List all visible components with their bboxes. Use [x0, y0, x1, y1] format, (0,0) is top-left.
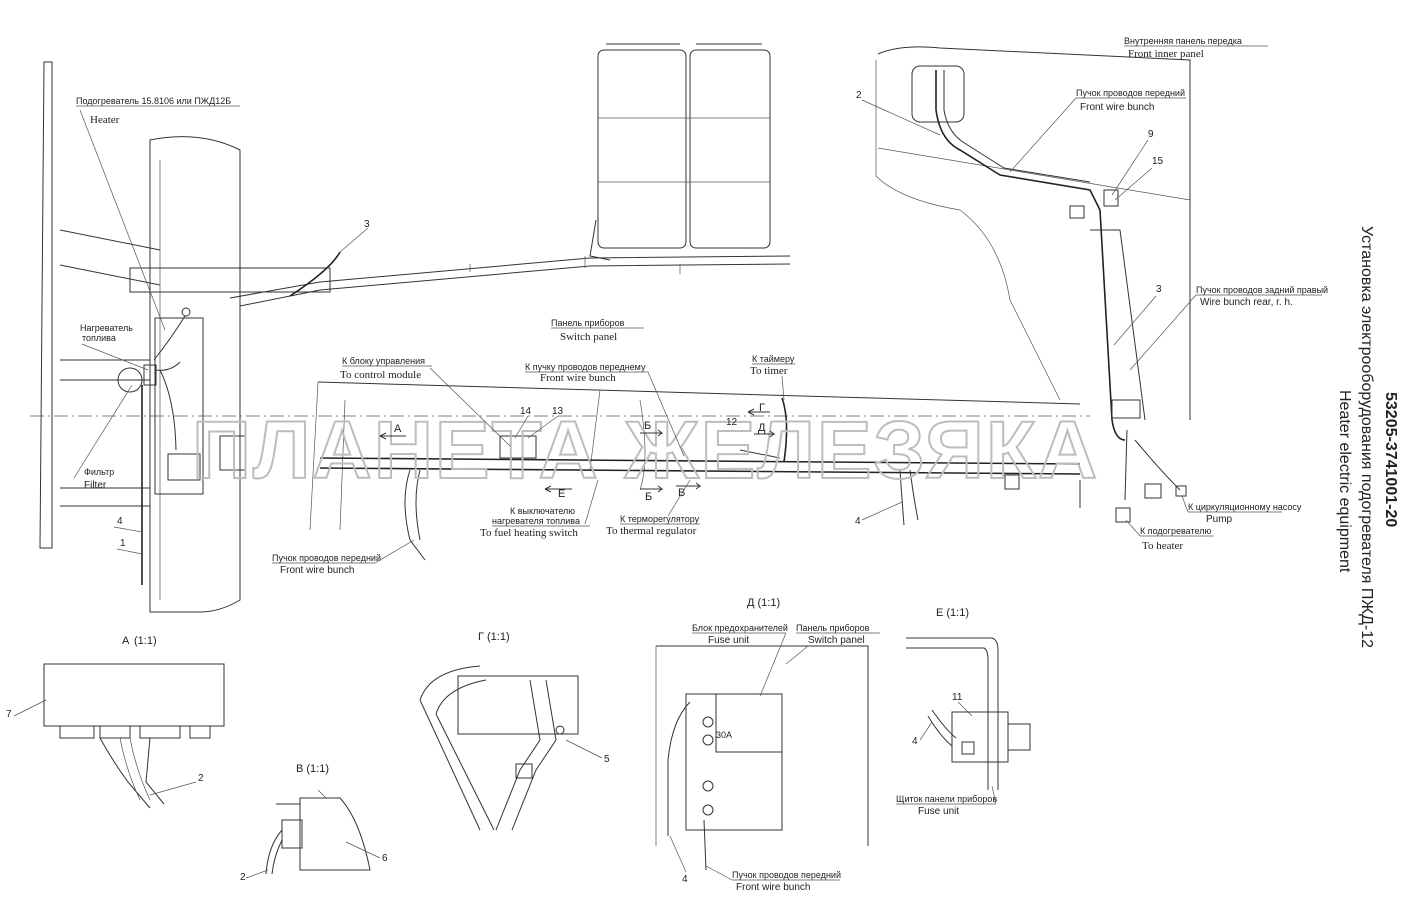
front-inner-label-ru: Внутренняя панель передка [1124, 36, 1242, 46]
front-inner-label-en: Front inner panel [1128, 48, 1204, 60]
view-g-scale: (1:1) [487, 631, 510, 643]
tank-assembly: 3 [229, 43, 791, 307]
front-bunch3-label-ru: Пучок проводов передний [732, 870, 841, 880]
switch-panel-label-ru: Панель приборов [551, 318, 625, 328]
view-g [419, 665, 579, 831]
view-e-title: Е (1:1) [936, 607, 969, 619]
fuse-shield-label-ru: Щиток панели приборов [896, 794, 997, 804]
fuse-unit-label-ru: Блок предохранителей [692, 623, 788, 633]
callout-1: 1 [120, 538, 126, 549]
rear-bunch-label-en: Wire bunch rear, r. h. [1200, 297, 1293, 308]
callout-11: 11 [952, 692, 963, 703]
callout-4: 4 [117, 516, 123, 527]
to-thermal-label-ru: К терморегулятору [620, 514, 700, 524]
callout-4-d: 4 [682, 874, 688, 885]
view-v-title: В (1:1) [296, 763, 329, 775]
view-a [43, 663, 225, 809]
vertical-title-block: 53205-3741001-20 Установка электрооборуд… [1336, 226, 1399, 648]
front-bunch2-label-en: Front wire bunch [1080, 102, 1154, 113]
drawing-title-ru: Установка электрооборудования подогреват… [1358, 226, 1375, 648]
view-g-title: Г [478, 631, 484, 643]
callout-6: 6 [382, 853, 388, 864]
fuse-shield-label-en: Fuse unit [918, 806, 959, 817]
to-thermal-label-en: To thermal regulator [606, 525, 697, 537]
to-timer-label-ru: К таймеру [752, 354, 795, 364]
arrow-d-label: Д [758, 422, 766, 434]
front-bunch2-label-ru: Пучок проводов передний [1076, 88, 1185, 98]
view-e [906, 637, 1031, 790]
fuse-marking: 30А [716, 730, 732, 740]
fuel-heater-label-ru2: топлива [82, 333, 116, 343]
arrow-b-label: Б [644, 420, 651, 432]
filter-label-en: Filter [84, 480, 107, 491]
to-front-bunch-label-ru: К пучку проводов переднему [525, 362, 646, 372]
callout-4-center: 4 [855, 516, 861, 527]
rear-bunch-label-ru: Пучок проводов задний правый [1196, 285, 1328, 295]
drawing-code: 53205-3741001-20 [1382, 392, 1399, 527]
view-v [265, 789, 371, 875]
to-heater-label-ru: К подогревателю [1140, 526, 1211, 536]
front-inner-panel-view [875, 46, 1191, 523]
to-fuel-switch-label-ru1: К выключателю [510, 506, 575, 516]
front-bunch-label-ru: Пучок проводов передний [272, 553, 381, 563]
arrow-a-label: А [394, 423, 402, 435]
callout-2-v: 2 [240, 872, 246, 883]
to-front-bunch-label-en: Front wire bunch [540, 372, 616, 384]
arrow-e-label: Е [558, 488, 565, 500]
switch-panel-view [309, 381, 1081, 561]
callout-7: 7 [6, 709, 12, 720]
callout-9: 9 [1148, 129, 1154, 140]
callout-3-top: 3 [364, 219, 370, 230]
callout-12: 12 [726, 417, 738, 428]
pump-label-ru: К циркуляционному насосу [1188, 502, 1302, 512]
to-heater-label-en: To heater [1142, 540, 1183, 552]
to-fuel-switch-label-en: To fuel heating switch [480, 527, 578, 539]
watermark-text: ПЛАНЕТА ЖЕЛЕЗЯКА [192, 405, 1099, 496]
callout-13: 13 [552, 406, 564, 417]
callout-2-right: 2 [856, 90, 862, 101]
view-d: 30А [655, 645, 869, 871]
callout-2-a: 2 [198, 773, 204, 784]
to-fuel-switch-label-ru2: нагревателя топлива [492, 516, 580, 526]
front-bunch-label-en: Front wire bunch [280, 565, 354, 576]
switch-panel-label-en: Switch panel [560, 331, 617, 343]
switch-panel2-label-en: Switch panel [808, 635, 865, 646]
fuse-unit-label-en: Fuse unit [708, 635, 749, 646]
to-control-label-en: To control module [340, 369, 421, 381]
callout-3-right: 3 [1156, 284, 1162, 295]
heater-label-en: Heater [90, 114, 120, 126]
arrow-g-label: Г [759, 402, 765, 414]
callout-4-e: 4 [912, 736, 918, 747]
callout-14: 14 [520, 406, 532, 417]
view-a-title: А [122, 635, 130, 647]
to-timer-label-en: To timer [750, 365, 788, 377]
view-d-title: Д (1:1) [747, 597, 780, 609]
callout-15: 15 [1152, 156, 1164, 167]
arrow-b2-label: Б [645, 491, 652, 503]
heater-side-view [39, 61, 331, 613]
front-bunch3-label-en: Front wire bunch [736, 882, 810, 893]
heater-label-ru: Подогреватель 15.8106 или ПЖД12Б [76, 96, 231, 106]
fuel-heater-label-ru1: Нагреватель [80, 323, 133, 333]
drawing-title-en: Heater electric equipment [1336, 390, 1353, 573]
to-control-label-ru: К блоку управления [342, 356, 425, 366]
switch-panel2-label-ru: Панель приборов [796, 623, 870, 633]
filter-label-ru: Фильтр [84, 467, 114, 477]
view-a-scale: (1:1) [134, 635, 157, 647]
pump-label-en: Pump [1206, 514, 1233, 525]
callout-5: 5 [604, 754, 610, 765]
